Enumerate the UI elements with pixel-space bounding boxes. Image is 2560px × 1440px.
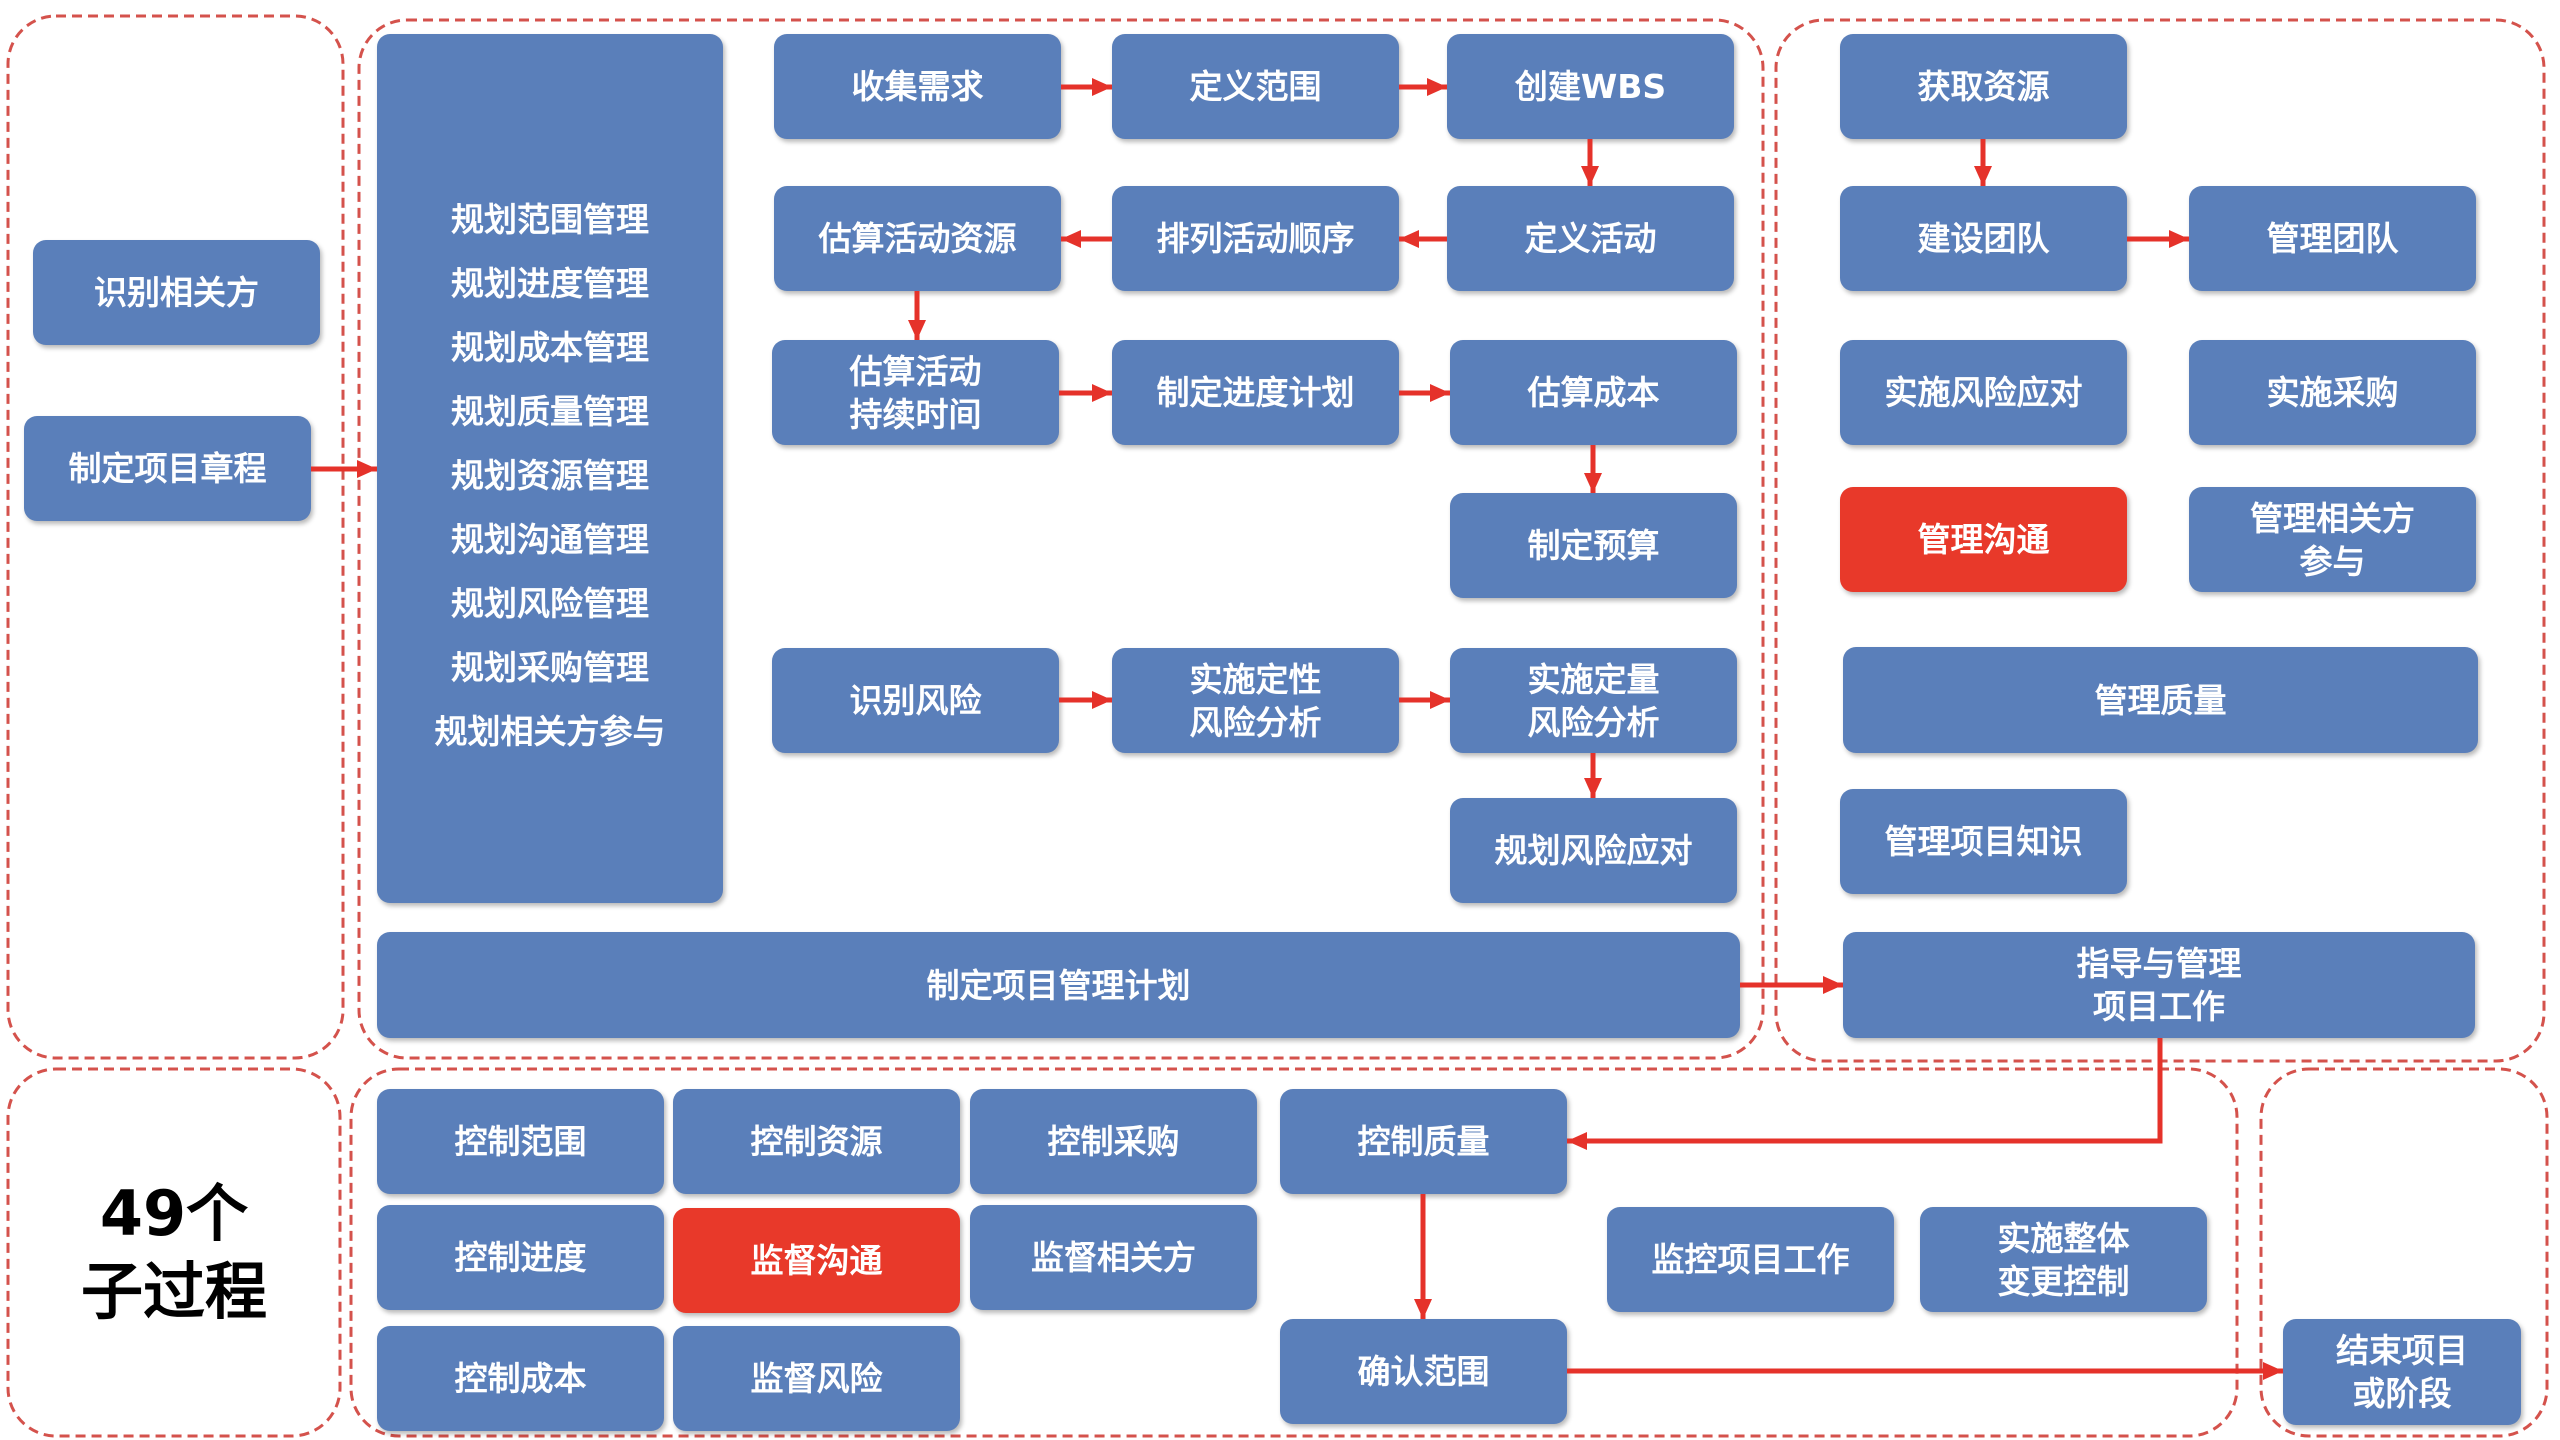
process-integrated-change-control: 实施整体 变更控制 (1920, 1207, 2207, 1312)
process-quantitative-risk-analysis: 实施定量 风险分析 (1450, 648, 1737, 753)
process-control-schedule: 控制进度 (377, 1205, 664, 1310)
plan-communications-management: 规划沟通管理 (451, 519, 649, 559)
process-define-activities: 定义活动 (1447, 186, 1734, 291)
plan-risk-management: 规划风险管理 (451, 583, 649, 623)
process-close-project: 结束项目 或阶段 (2283, 1319, 2521, 1425)
plan-cost-management: 规划成本管理 (451, 327, 649, 367)
plan-quality-management: 规划质量管理 (451, 391, 649, 431)
subprocess-count-label: 49个 子过程 (80, 1176, 267, 1328)
planning-management-plans-box: 规划范围管理 规划进度管理 规划成本管理 规划质量管理 规划资源管理 规划沟通管… (377, 34, 723, 903)
plan-scope-management: 规划范围管理 (451, 199, 649, 239)
process-plan-risk-responses: 规划风险应对 (1450, 798, 1737, 903)
process-control-quality: 控制质量 (1280, 1089, 1567, 1194)
process-estimate-resources: 估算活动资源 (774, 186, 1061, 291)
process-direct-manage-work: 指导与管理 项目工作 (1843, 932, 2475, 1038)
process-develop-pm-plan: 制定项目管理计划 (377, 932, 1740, 1038)
process-manage-team: 管理团队 (2189, 186, 2476, 291)
plan-stakeholder-engagement: 规划相关方参与 (434, 711, 666, 751)
process-identify-stakeholders: 识别相关方 (33, 240, 320, 345)
process-monitor-communications: 监督沟通 (673, 1208, 960, 1313)
process-estimate-costs: 估算成本 (1450, 340, 1737, 445)
process-sequence-activities: 排列活动顺序 (1112, 186, 1399, 291)
process-validate-scope: 确认范围 (1280, 1319, 1567, 1424)
process-manage-knowledge: 管理项目知识 (1840, 789, 2127, 894)
process-manage-quality: 管理质量 (1843, 647, 2478, 753)
process-control-procurements: 控制采购 (970, 1089, 1257, 1194)
process-develop-team: 建设团队 (1840, 186, 2127, 291)
process-collect-requirements: 收集需求 (774, 34, 1061, 139)
process-manage-stakeholder-engagement: 管理相关方 参与 (2189, 487, 2476, 592)
process-determine-budget: 制定预算 (1450, 493, 1737, 598)
process-monitor-risks: 监督风险 (673, 1326, 960, 1431)
process-define-scope: 定义范围 (1112, 34, 1399, 139)
arrow-direct-manage-work-to-control-quality (1567, 1038, 2163, 1150)
process-implement-risk-responses: 实施风险应对 (1840, 340, 2127, 445)
process-acquire-resources: 获取资源 (1840, 34, 2127, 139)
process-monitor-control-work: 监控项目工作 (1607, 1207, 1894, 1312)
process-control-resources: 控制资源 (673, 1089, 960, 1194)
plan-schedule-management: 规划进度管理 (451, 263, 649, 303)
process-conduct-procurements: 实施采购 (2189, 340, 2476, 445)
plan-procurement-management: 规划采购管理 (451, 647, 649, 687)
process-control-scope: 控制范围 (377, 1089, 664, 1194)
process-estimate-durations: 估算活动 持续时间 (772, 340, 1059, 445)
process-identify-risks: 识别风险 (772, 648, 1059, 753)
process-create-wbs: 创建WBS (1447, 34, 1734, 139)
process-control-costs: 控制成本 (377, 1326, 664, 1431)
process-develop-schedule: 制定进度计划 (1112, 340, 1399, 445)
plan-resource-management: 规划资源管理 (451, 455, 649, 495)
group-initiating (6, 14, 345, 1060)
process-manage-communications: 管理沟通 (1840, 487, 2127, 592)
process-qualitative-risk-analysis: 实施定性 风险分析 (1112, 648, 1399, 753)
process-develop-charter: 制定项目章程 (24, 416, 311, 521)
process-monitor-stakeholder-engagement: 监督相关方 (970, 1205, 1257, 1310)
